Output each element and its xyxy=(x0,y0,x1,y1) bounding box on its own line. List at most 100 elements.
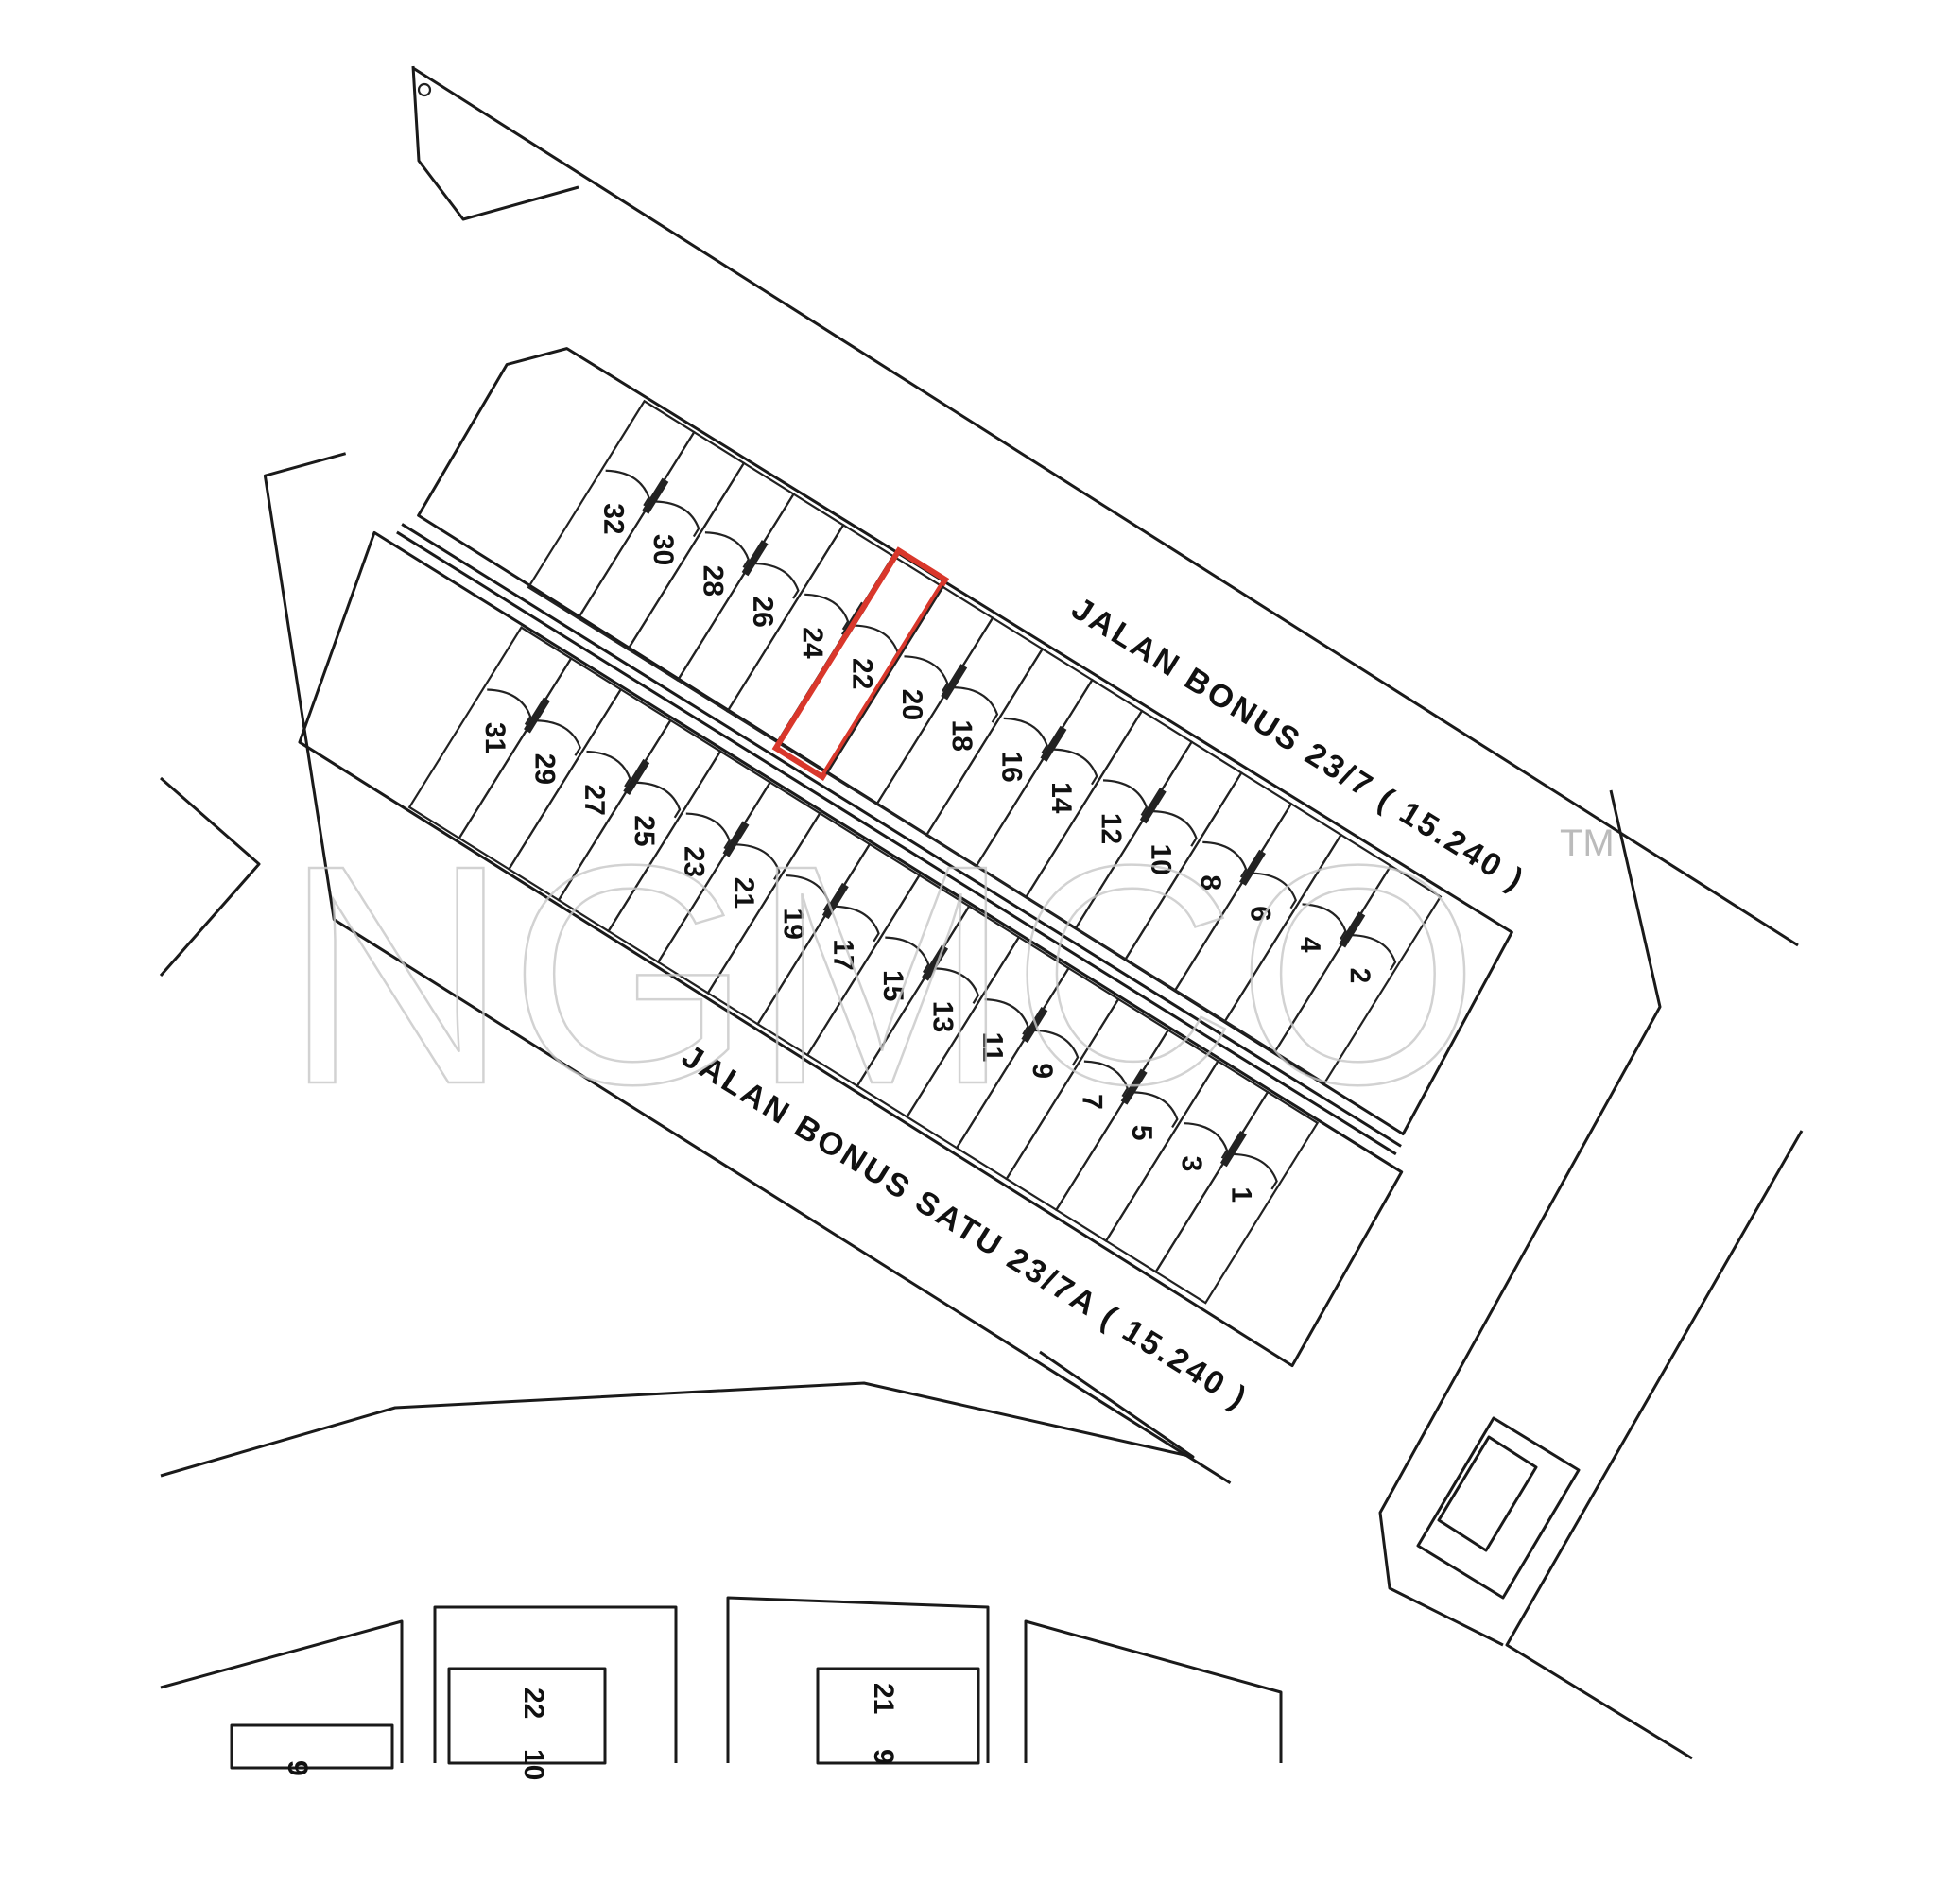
house-frontage xyxy=(786,874,831,911)
house-frontage xyxy=(1184,1122,1229,1159)
house-frontage xyxy=(586,750,631,788)
house-frontage xyxy=(1053,748,1098,786)
substation-outer xyxy=(1416,1416,1581,1600)
house-frontage xyxy=(1202,840,1248,878)
lot-number: 11 xyxy=(977,1032,1008,1063)
lot-number: 27 xyxy=(579,784,610,815)
top-plot-boundary xyxy=(411,65,579,221)
lot-number: 32 xyxy=(597,503,629,534)
house-frontage xyxy=(1252,872,1297,909)
house-frontage xyxy=(636,781,682,819)
party-wall-marker xyxy=(623,758,650,796)
south-block-outline xyxy=(298,530,1404,1368)
lot-number: 10 xyxy=(1145,844,1176,875)
house-frontage xyxy=(754,562,800,599)
bottom-house-a xyxy=(230,1723,394,1770)
bottom-lot-label: 21 xyxy=(868,1683,899,1714)
bottom-plot-b xyxy=(433,1605,678,1763)
lot-number: 18 xyxy=(946,720,977,752)
house-frontage xyxy=(1133,1091,1179,1129)
party-wall-marker xyxy=(642,477,669,514)
house-frontage xyxy=(854,624,899,662)
house-frontage xyxy=(904,655,949,692)
lot-number: 20 xyxy=(896,689,927,720)
party-wall-marker xyxy=(1219,1131,1247,1168)
highlighted-lot-outline[interactable] xyxy=(771,546,950,782)
lot-number: 5 xyxy=(1126,1125,1157,1141)
bottom-lot-label: 9 xyxy=(282,1760,313,1776)
party-wall-marker xyxy=(524,697,550,734)
lot-number: 22 xyxy=(846,658,877,689)
north-lot-row: 32 30 28 26 24 22 20 18 16 14 12 10 8 6 4 2 xyxy=(527,399,1443,1085)
watermark-tm: TM xyxy=(1560,822,1615,864)
party-wall-marker xyxy=(1120,1068,1148,1105)
surrounding-boundaries: 9 22 10 21 9 xyxy=(159,65,1804,1780)
party-wall-marker xyxy=(1239,849,1266,886)
house-frontage xyxy=(536,719,581,756)
lot-number: 30 xyxy=(648,534,679,565)
party-wall-marker xyxy=(821,882,849,920)
party-wall-marker xyxy=(722,821,750,857)
house-frontage xyxy=(885,936,930,974)
lot-number: 16 xyxy=(995,751,1027,782)
bottom-lot-label: 10 xyxy=(518,1749,549,1780)
lot-parcel[interactable] xyxy=(1273,864,1443,1085)
bottom-plot-d xyxy=(1024,1619,1283,1763)
bottom-lot-label: 9 xyxy=(868,1749,899,1765)
house-frontage xyxy=(1233,1152,1278,1190)
party-wall-marker xyxy=(741,540,769,577)
north-block-outline xyxy=(417,347,1513,1136)
house-frontage xyxy=(487,688,532,726)
house-frontage xyxy=(804,593,850,631)
east-road-east-edge xyxy=(1505,1130,1804,1760)
substation-inner xyxy=(1437,1435,1538,1552)
lot-number: 26 xyxy=(747,596,778,627)
lot-number: 12 xyxy=(1096,813,1127,844)
back-lane-line xyxy=(401,523,1402,1148)
house-frontage xyxy=(605,469,650,507)
house-frontage xyxy=(655,500,700,538)
survey-marker xyxy=(417,82,432,97)
lot-number: 31 xyxy=(479,722,510,753)
house-frontage xyxy=(704,531,750,568)
house-frontage xyxy=(1302,903,1347,941)
house-frontage xyxy=(934,967,980,1004)
party-wall-marker xyxy=(941,664,968,701)
lot-number: 25 xyxy=(629,815,660,846)
east-road-west-edge xyxy=(1378,789,1662,1647)
bottom-house-b xyxy=(447,1667,607,1765)
lot-number: 24 xyxy=(797,627,828,659)
party-wall-marker xyxy=(922,944,949,981)
house-frontage xyxy=(984,998,1029,1035)
lot-number: 19 xyxy=(778,908,809,939)
lot-number: 2 xyxy=(1344,968,1375,984)
house-frontage xyxy=(835,905,880,943)
lot-number: 13 xyxy=(927,1001,959,1032)
lot-parcel[interactable] xyxy=(1154,1090,1320,1305)
lot-number: 9 xyxy=(1027,1063,1058,1079)
north-road-edge xyxy=(412,66,1799,947)
bottom-plot-c xyxy=(726,1596,990,1763)
lot-number: 14 xyxy=(1046,782,1077,814)
house-frontage xyxy=(735,843,781,880)
lot-number: 8 xyxy=(1195,874,1226,891)
house-frontage xyxy=(1152,810,1198,847)
lot-number: 21 xyxy=(728,877,759,909)
back-lane-line xyxy=(396,530,1397,1156)
party-wall-marker xyxy=(1021,1006,1048,1044)
house-frontage xyxy=(1034,1029,1080,1066)
lot-number: 4 xyxy=(1294,937,1325,953)
lot-number: 15 xyxy=(877,970,908,1001)
lot-number: 6 xyxy=(1244,906,1275,922)
lot-number: 23 xyxy=(678,846,709,877)
bottom-lot-label: 22 xyxy=(518,1688,549,1719)
lot-number: 3 xyxy=(1176,1156,1207,1172)
party-wall-marker xyxy=(1139,788,1167,824)
lot-number: 7 xyxy=(1076,1094,1107,1110)
south-plot-boundary xyxy=(160,1350,1195,1478)
house-frontage xyxy=(1003,717,1048,754)
lot-number: 28 xyxy=(697,565,728,597)
party-wall-marker xyxy=(1339,911,1366,948)
